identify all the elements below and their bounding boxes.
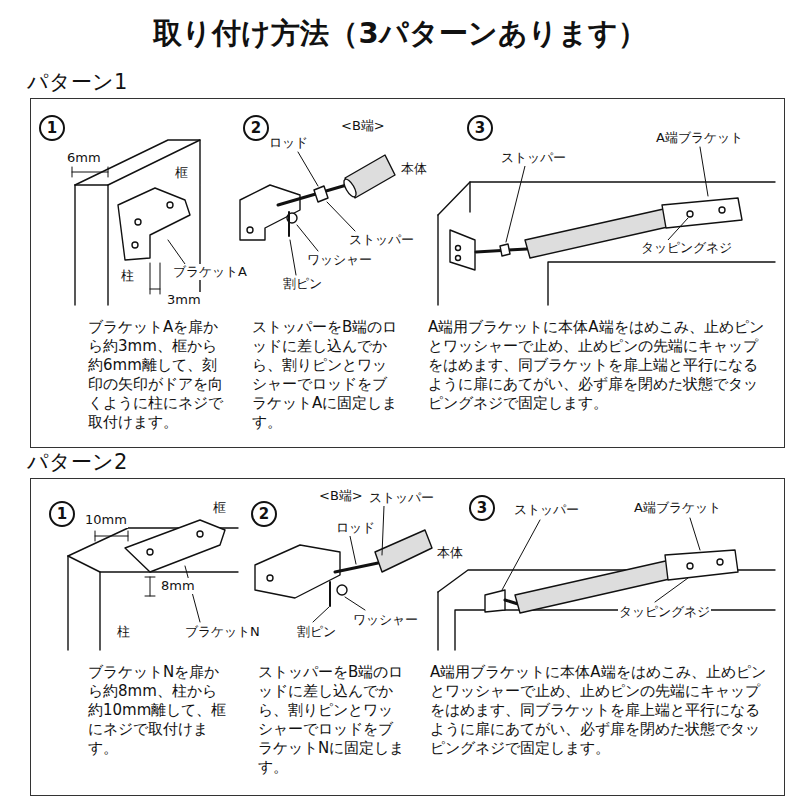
part-label: 3mm [166,292,202,308]
part-label: タッピングネジ [618,604,711,620]
instruction-note: ブラケットAを扉から約3mm、框から約6mm離して、刻印の矢印がドアを向くように… [88,318,230,432]
part-label: A端ブラケット [655,130,744,146]
instruction-note: A端用ブラケットに本体A端をはめこみ、止めピンとワッシャーで止め、止めピンの先端… [428,318,768,413]
pattern-heading: パターン1 [27,68,127,96]
part-label: ワッシャー [306,252,373,268]
instruction-note: ストッパーをB端のロッドに差し込んでから、割りピンとワッシャーでロッドをブラケッ… [258,663,406,777]
page-title: 取り付け方法（3パターンあります） [0,14,800,54]
part-label: <B端> [318,488,364,504]
part-label: 柱 [120,268,135,284]
step-number-circle: 2 [251,501,277,527]
callout-number: 2 [251,121,261,136]
part-label: 6mm [66,150,102,166]
part-label: ロッド [335,520,376,536]
instruction-note: A端用ブラケットに本体A端をはめこみ、止めピンとワッシャーで止め、止めピンの先端… [430,663,770,758]
part-label: ストッパー [368,490,435,506]
callout-number: 2 [259,507,269,522]
step-number-circle: 1 [49,501,75,527]
part-label: 框 [212,500,227,516]
pattern-heading: パターン2 [27,448,127,476]
instruction-note: ストッパーをB端のロッドに差し込んでから、割りピンとワッシャーでロッドをブラケッ… [252,318,400,432]
step-number-circle: 2 [243,115,269,141]
part-label: ワッシャー [352,612,419,628]
part-label: 柱 [116,624,131,640]
part-label: ブラケットA [172,264,248,280]
part-label: 割ピン [282,276,323,292]
part-label: ブラケットN [184,624,261,640]
part-label: <B端> [340,118,386,134]
callout-number: 1 [47,121,57,136]
part-label: 本体 [400,161,428,177]
part-label: 本体 [436,545,464,561]
part-label: 8mm [160,578,196,594]
part-label: 框 [174,165,189,181]
part-label: 10mm [84,512,128,528]
pattern-panel: パターン2123 [30,478,785,796]
part-label: ストッパー [500,150,567,166]
part-label: ストッパー [348,232,415,248]
step-number-circle: 3 [469,495,495,521]
part-label: ロッド [268,135,309,151]
part-label: A端ブラケット [633,500,722,516]
part-label: タッピングネジ [640,240,733,256]
step-number-circle: 3 [467,115,493,141]
part-label: 割ピン [296,624,337,640]
callout-number: 1 [57,507,67,522]
callout-number: 3 [475,121,485,136]
callout-number: 3 [477,501,487,516]
instruction-note: ブラケットNを扉から約8mm、柱から約10mm離して、框にネジで取付けます。 [88,663,230,758]
step-number-circle: 1 [39,115,65,141]
part-label: ストッパー [513,502,580,518]
